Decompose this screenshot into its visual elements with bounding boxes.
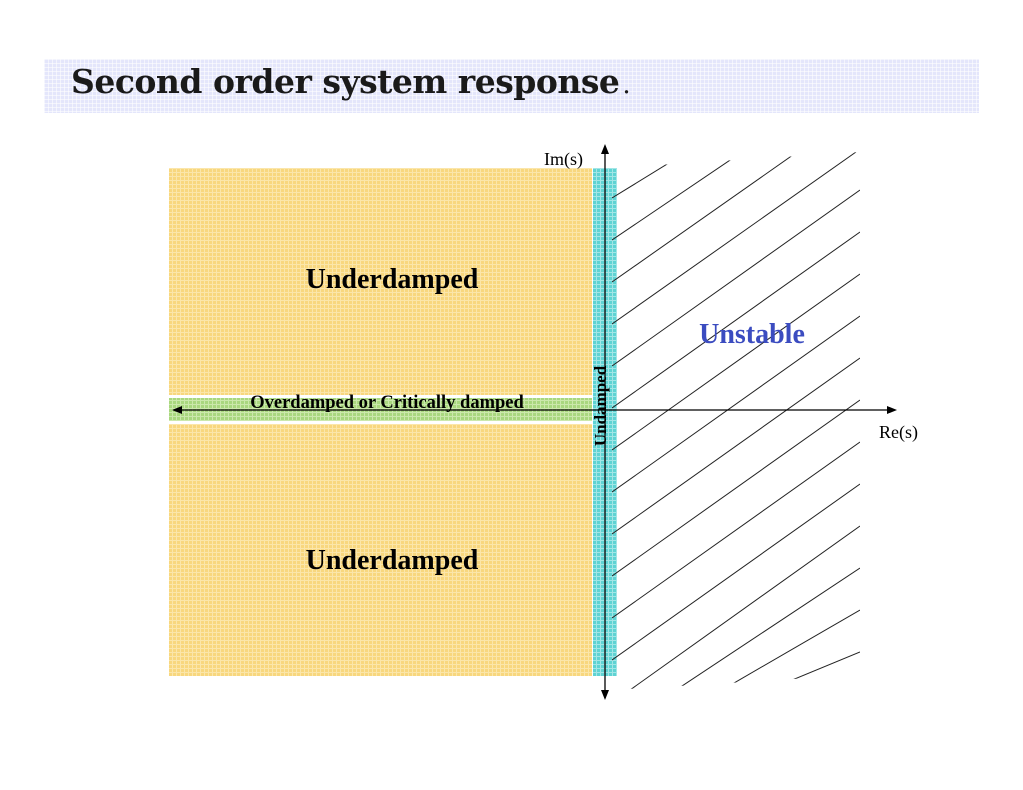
undamped-label: Undamped (591, 365, 610, 446)
underdamped-lower-region (169, 424, 592, 676)
real-axis (172, 406, 897, 414)
re-axis-label: Re(s) (879, 422, 918, 443)
page-title-main: Second order system response (71, 62, 620, 101)
unstable-label: Unstable (699, 319, 805, 350)
underdamped-upper-region (169, 168, 592, 395)
page-title: Second order system response. (71, 62, 631, 101)
underdamped-upper-label: Underdamped (306, 264, 479, 295)
unstable-hatch (612, 152, 860, 690)
title-banner: Second order system response. (44, 59, 979, 113)
imaginary-axis (601, 144, 609, 700)
im-axis-label: Im(s) (544, 149, 583, 170)
page-title-suffix: . (622, 70, 631, 100)
underdamped-lower-label: Underdamped (306, 545, 479, 576)
overdamped-label: Overdamped or Critically damped (250, 393, 524, 413)
